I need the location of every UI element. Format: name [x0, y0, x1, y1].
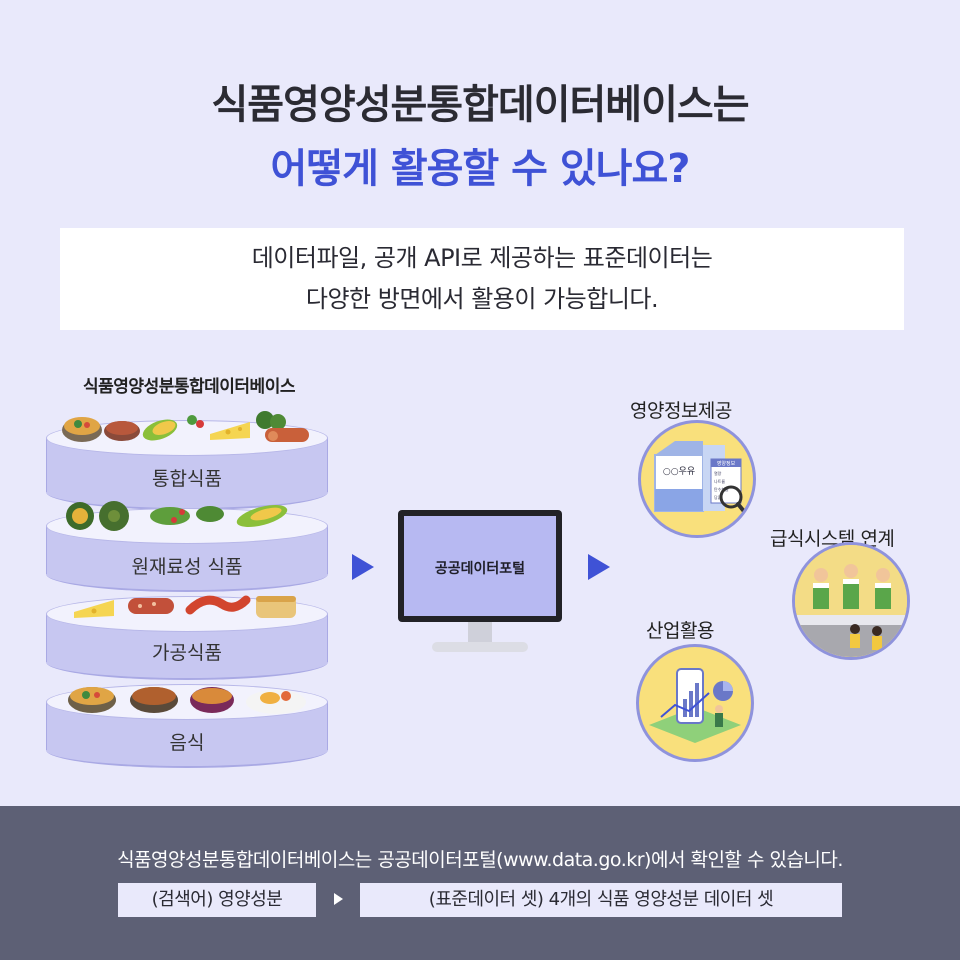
meal-system-circle: [792, 542, 910, 660]
raw-food-illustration: [66, 501, 288, 531]
tier-label: 가공식품: [152, 642, 222, 664]
milk-label: ○○우유: [663, 466, 695, 477]
use-nutrition-info-label: 영양정보제공: [630, 400, 732, 422]
page-subtitle: 어떻게 활용할 수 있나요?: [270, 146, 691, 192]
arrow-right-icon: [588, 554, 610, 580]
standard-dataset-chip: (표준데이터 셋) 4개의 식품 영양성분 데이터 셋: [360, 883, 842, 917]
public-data-portal-monitor: 공공데이터포털: [398, 510, 562, 622]
intro-box: 데이터파일, 공개 API로 제공하는 표준데이터는 다양한 방면에서 활용이 …: [60, 228, 904, 330]
tier-label: 음식: [169, 732, 205, 754]
dish-food-illustration: [68, 687, 306, 714]
nutrition-row: 탄수화물: [714, 486, 729, 492]
use-industry-label: 산업활용: [646, 620, 714, 642]
milk-carton-icon: ○○우유 영양정보 열량 나트륨 탄수화물 당류: [654, 441, 749, 517]
nutrition-row: 나트륨: [714, 478, 725, 484]
monitor-stand: [468, 622, 492, 644]
magnifier-icon: [719, 485, 743, 509]
database-label: 식품영양성분통합데이터베이스: [83, 377, 295, 397]
page-title: 식품영양성분통합데이터베이스는: [211, 82, 750, 128]
arrow-right-icon: [352, 554, 374, 580]
industry-circle: [636, 644, 754, 762]
nutrition-table-title: 영양정보: [717, 460, 736, 467]
arrow-right-icon: [334, 893, 343, 905]
footer-message: 식품영양성분통합데이터베이스는 공공데이터포털(www.data.go.kr)에…: [117, 849, 843, 871]
cafeteria-icon: [795, 545, 907, 657]
search-keyword-chip: (검색어) 영양성분: [118, 883, 316, 917]
tier-label: 통합식품: [152, 468, 222, 490]
mixed-food-illustration: [62, 411, 309, 442]
intro-line-2: 다양한 방면에서 활용이 가능합니다.: [305, 285, 659, 313]
monitor-base: [432, 642, 528, 652]
nutrition-info-circle: ○○우유 영양정보 열량 나트륨 탄수화물 당류: [638, 420, 756, 538]
tier-label: 원재료성 식품: [131, 556, 243, 578]
intro-line-1: 데이터파일, 공개 API로 제공하는 표준데이터는: [251, 244, 713, 272]
data-analytics-icon: [649, 668, 741, 743]
nutrition-row: 당류: [714, 494, 722, 500]
tier-integrated-food: 통합식품: [46, 420, 328, 512]
nutrition-row: 열량: [714, 470, 722, 476]
processed-food-illustration: [74, 595, 296, 618]
portal-label: 공공데이터포털: [434, 561, 526, 577]
